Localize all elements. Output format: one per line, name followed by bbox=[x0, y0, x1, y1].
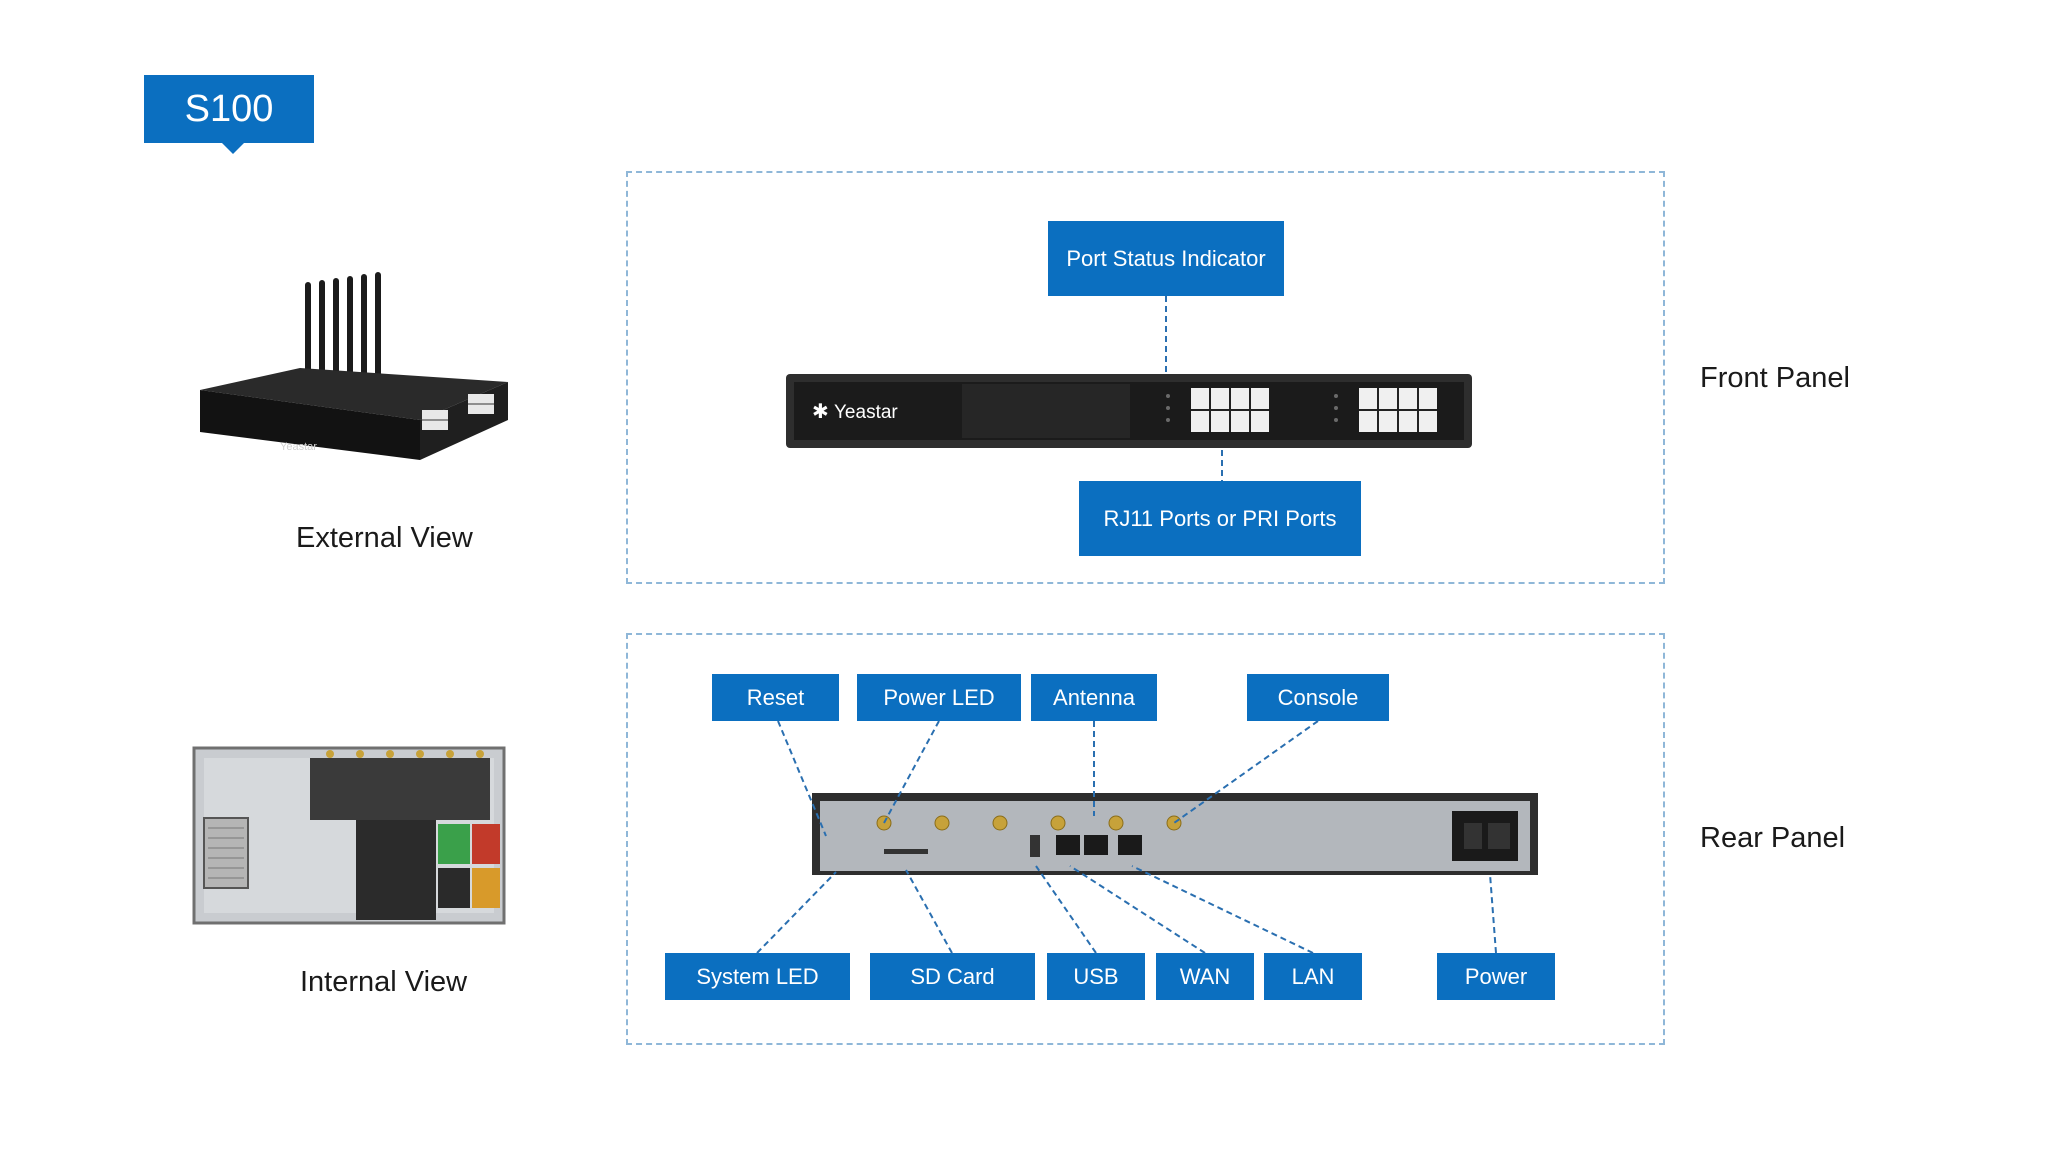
external-view-caption: External View bbox=[296, 522, 473, 554]
front-panel-caption: Front Panel bbox=[1700, 362, 1850, 394]
sd-card-label: SD Card bbox=[870, 953, 1035, 1000]
external-device-image: Yeastar bbox=[190, 270, 510, 470]
power-label: Power bbox=[1437, 953, 1555, 1000]
antenna-label: Antenna bbox=[1031, 674, 1157, 721]
usb-label: USB bbox=[1047, 953, 1145, 1000]
rear-panel-caption: Rear Panel bbox=[1700, 822, 1846, 854]
power-led-label: Power LED bbox=[857, 674, 1021, 721]
internal-view-caption: Internal View bbox=[300, 966, 468, 998]
rear-device-image bbox=[812, 793, 1538, 875]
reset-label: Reset bbox=[712, 674, 839, 721]
lan-label: LAN bbox=[1264, 953, 1362, 1000]
front-brand-text: Yeastar bbox=[834, 402, 898, 423]
system-led-label: System LED bbox=[665, 953, 850, 1000]
front-panel-box bbox=[626, 171, 1665, 584]
wan-label: WAN bbox=[1156, 953, 1254, 1000]
title-text: S100 bbox=[184, 87, 274, 130]
rear-panel-box bbox=[626, 633, 1665, 1045]
title-badge: S100 bbox=[144, 75, 314, 154]
front-device-image: Yeastar ✱ bbox=[786, 374, 1472, 448]
svg-text:✱: ✱ bbox=[812, 401, 829, 423]
port-status-indicator-label: Port Status Indicator bbox=[1048, 221, 1284, 296]
external-brand-text: Yeastar bbox=[280, 441, 317, 453]
internal-device-image bbox=[190, 738, 510, 938]
rj11-ports-label: RJ11 Ports or PRI Ports bbox=[1079, 481, 1361, 556]
console-label: Console bbox=[1247, 674, 1389, 721]
